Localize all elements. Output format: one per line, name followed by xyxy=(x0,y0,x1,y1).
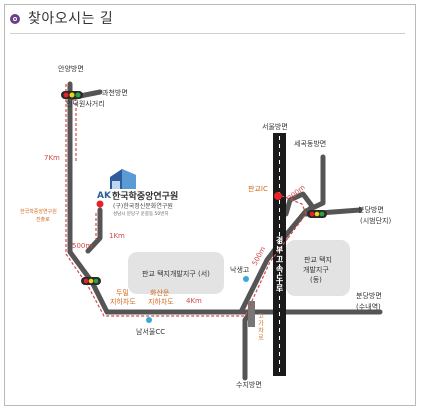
overpass-road xyxy=(248,301,255,327)
aks-building-icon xyxy=(110,169,136,189)
pangyo-east-district xyxy=(286,240,350,296)
distance-7km: 7Km xyxy=(44,154,60,162)
label-hwasan-2: 지하차도 xyxy=(148,297,174,306)
page-title: 찾아오시는 길 xyxy=(28,11,114,27)
header-divider xyxy=(10,33,405,34)
traffic-signal-icon xyxy=(307,210,327,218)
road-anyang-route xyxy=(67,81,110,315)
aks-name: 한국학중앙연구원 xyxy=(112,190,178,202)
label-pangyo-east-1: 판교 택지 xyxy=(304,255,332,264)
label-suji: 수지방면 xyxy=(236,380,262,389)
aks-marker xyxy=(96,200,104,208)
naksaenggo-marker xyxy=(243,276,249,282)
label-dumil-1: 두밀 xyxy=(116,289,129,297)
label-aks-side-1: 한국학중앙연구원 xyxy=(20,208,57,215)
circle-bullet-icon xyxy=(10,14,20,24)
road-aks-branch xyxy=(85,207,103,254)
aks-address: 성남시 분당구 운중동 50번지 xyxy=(113,210,169,217)
label-pangyo-east-3: (동) xyxy=(310,276,322,284)
label-expressway: 경부고속도로 xyxy=(275,235,284,293)
label-indeokwon: 인덕원사거리 xyxy=(66,99,105,108)
label-bundang-east: 분당방면 xyxy=(358,205,384,214)
label-bundang-east-sub: (시범단지) xyxy=(360,216,391,225)
pangyo-west-district xyxy=(128,252,224,294)
label-gwacheon: 과천방면 xyxy=(102,88,128,97)
traffic-signal-icon xyxy=(61,91,83,99)
route-line xyxy=(65,84,307,317)
label-seoul: 서울방면 xyxy=(262,122,288,131)
aks-logo: AK xyxy=(97,191,112,201)
label-segok: 세곡동방면 xyxy=(294,139,326,148)
road-segok xyxy=(283,154,326,238)
section-header: 찾아오시는 길 xyxy=(10,9,405,34)
traffic-signal-icon xyxy=(81,277,101,285)
label-bundang-south: 분당방면 xyxy=(356,291,382,300)
label-namseoul-cc: 남서울CC xyxy=(136,327,165,336)
road-network xyxy=(67,81,383,381)
label-pangyo-ic: 판교IC xyxy=(248,184,268,193)
label-bundang-south-sub: (수내역) xyxy=(356,302,381,311)
road-segok-loop xyxy=(283,191,315,217)
pangyo-ic-marker xyxy=(274,192,282,200)
directions-panel xyxy=(4,4,416,406)
label-dumil-2: 지하차도 xyxy=(110,297,136,306)
distance-500m-left: 500m xyxy=(72,242,92,250)
label-hwasan-1: 화산운 xyxy=(150,288,170,297)
label-pangyo-west: 판교 택지개발지구 (서) xyxy=(142,269,210,278)
distance-1km: 1Km xyxy=(109,232,125,240)
label-aks-side-2: 진출로 xyxy=(36,216,50,223)
label-pangyo-east-2: 개발지구 xyxy=(303,265,329,274)
label-overpass: 고가차로 xyxy=(257,313,264,341)
aks-old-name: (구)한국정신문화연구원 xyxy=(113,202,173,210)
label-anyang: 안양방면 xyxy=(58,64,84,73)
distance-4km: 4Km xyxy=(186,297,202,305)
namseoul-cc-marker xyxy=(146,317,152,323)
label-naksaenggo: 낙생고 xyxy=(230,265,250,274)
